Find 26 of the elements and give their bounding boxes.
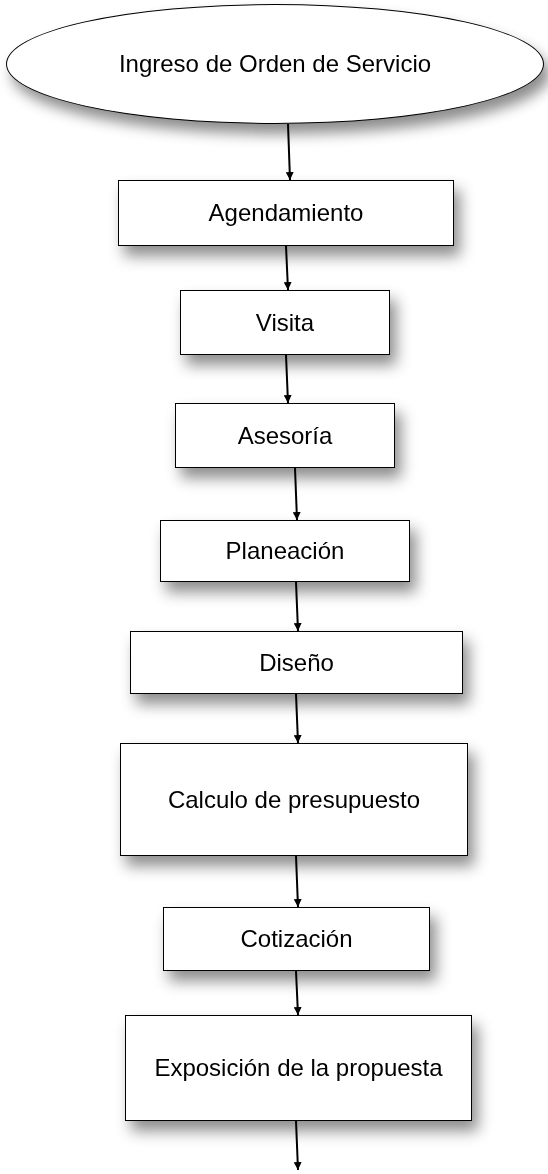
process-box (120, 743, 468, 856)
process-box (130, 631, 463, 694)
arrow (293, 581, 302, 632)
arrow (293, 1120, 302, 1171)
node-label: Exposición de la propuesta (154, 1053, 443, 1083)
node-label: Agendamiento (208, 198, 364, 228)
process-box (175, 403, 395, 468)
process-box (125, 1015, 472, 1121)
arrow (293, 693, 302, 744)
arrow (283, 245, 292, 291)
process-box (163, 907, 430, 971)
arrow (293, 855, 302, 908)
arrow (292, 467, 301, 521)
node-label: Visita (255, 307, 315, 338)
process-box (180, 290, 390, 355)
process-box (160, 520, 410, 582)
arrow (285, 123, 294, 181)
node-label: Asesoría (237, 420, 333, 451)
node-label: Planeación (225, 536, 345, 566)
node-label: Diseño (259, 647, 334, 678)
arrow (283, 354, 292, 404)
node-label: Calculo de presupuesto (167, 784, 421, 815)
node-label: Ingreso de Orden de Servicio (118, 49, 432, 79)
node-label: Cotización (240, 924, 353, 954)
process-box (118, 180, 454, 246)
arrow (293, 970, 302, 1016)
